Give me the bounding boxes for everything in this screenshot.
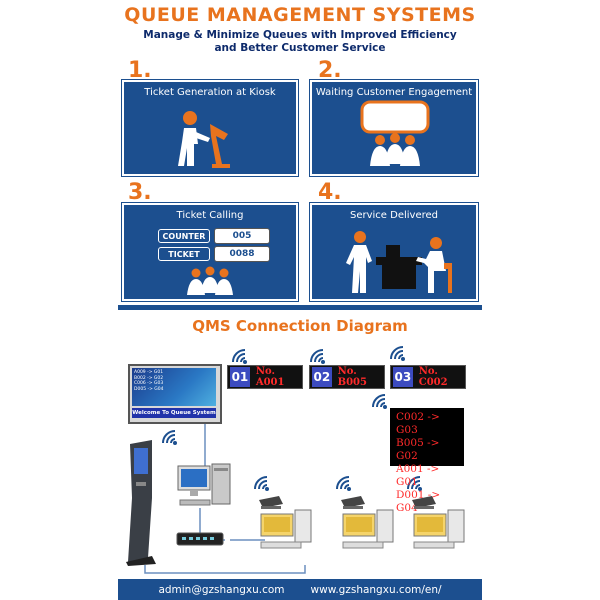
ticket-value: 0088	[214, 246, 270, 262]
main-display-line: A009 -> G01	[134, 370, 164, 375]
footer-email[interactable]: admin@gzshangxu.com	[158, 583, 285, 596]
counter-display-text: No. A001	[255, 366, 285, 388]
subtitle-line-2: and Better Customer Service	[214, 42, 386, 54]
main-display-screen: A009 -> G01 B002 -> G02 C006 -> G03 D005…	[128, 364, 222, 424]
step-3-number: 3.	[128, 180, 152, 205]
main-display-banner: Welcome To Queue System	[132, 408, 216, 418]
wifi-icon	[336, 476, 351, 491]
waiting-audience-icon	[360, 100, 430, 166]
diagram-title: QMS Connection Diagram	[192, 317, 408, 335]
counter-terminal-1-icon	[259, 496, 312, 549]
step-3-panel: Ticket Calling COUNTER 005 TICKET 0088	[122, 203, 298, 301]
counter-display-2: 02 No. B005	[309, 365, 385, 389]
service-desk-icon	[346, 231, 452, 293]
counter-display-text: No. B005	[337, 366, 367, 388]
main-display-queue-list: A009 -> G01 B002 -> G02 C006 -> G03 D005…	[134, 370, 164, 392]
ticket-kiosk-icon	[126, 440, 156, 566]
step-1-panel: Ticket Generation at Kiosk	[122, 80, 298, 176]
step-1-label: Ticket Generation at Kiosk	[144, 87, 276, 98]
counter-display-number: 01	[230, 367, 250, 387]
counter-display-number: 03	[393, 367, 413, 387]
server-computer-icon	[177, 463, 231, 506]
step-1-number: 1.	[128, 58, 152, 83]
wifi-icon	[162, 430, 177, 445]
step-4-panel: Service Delivered	[310, 203, 478, 301]
section-divider	[118, 305, 482, 310]
page-subtitle: Manage & Minimize Queues with Improved E…	[0, 29, 600, 55]
counter-value: 005	[214, 228, 270, 244]
wifi-icon	[390, 346, 405, 361]
kiosk-user-icon	[178, 111, 230, 168]
step-4-number: 4.	[318, 180, 342, 205]
wifi-icon	[232, 349, 247, 364]
wifi-icon	[254, 476, 269, 491]
counter-terminal-2-icon	[341, 496, 394, 549]
page-title: QUEUE MANAGEMENT SYSTEMS	[124, 4, 476, 26]
footer-bar: admin@gzshangxu.com www.gzshangxu.com/en…	[118, 579, 482, 600]
step-3-label: Ticket Calling	[176, 210, 244, 221]
counter-display-3: 03 No. C002	[390, 365, 466, 389]
main-display-line: D005 -> G04	[134, 386, 164, 392]
counter-label: COUNTER	[158, 229, 210, 243]
subtitle-line-1: Manage & Minimize Queues with Improved E…	[143, 29, 457, 41]
counter-display-number: 02	[312, 367, 332, 387]
main-display-line: B002 -> G02	[134, 375, 164, 381]
step-4-label: Service Delivered	[349, 210, 438, 221]
led-board-line: B005 -> G02	[396, 437, 440, 462]
main-display-image: A009 -> G01 B002 -> G02 C006 -> G03 D005…	[132, 368, 216, 406]
main-display-line: C006 -> G03	[134, 381, 164, 386]
counter-display-1: 01 No. A001	[227, 365, 303, 389]
led-board-line: C002 -> G03	[396, 411, 440, 436]
network-switch-icon	[176, 532, 224, 546]
customers-icon	[187, 266, 233, 295]
led-queue-board: C002 -> G03 B005 -> G02 A001 -> G01 D001…	[390, 408, 464, 514]
led-board-line: A001 -> G01	[396, 463, 440, 488]
footer-website[interactable]: www.gzshangxu.com/en/	[310, 583, 442, 596]
step-2-number: 2.	[318, 58, 342, 83]
wifi-icon	[310, 349, 325, 364]
wifi-icon	[372, 394, 387, 409]
step-2-label: Waiting Customer Engagement	[315, 87, 473, 98]
counter-terminal-3-icon	[412, 496, 465, 549]
wifi-icon	[407, 476, 422, 491]
step-2-panel: Waiting Customer Engagement	[310, 80, 478, 176]
ticket-label: TICKET	[158, 247, 210, 261]
counter-display-text: No. C002	[418, 366, 448, 388]
